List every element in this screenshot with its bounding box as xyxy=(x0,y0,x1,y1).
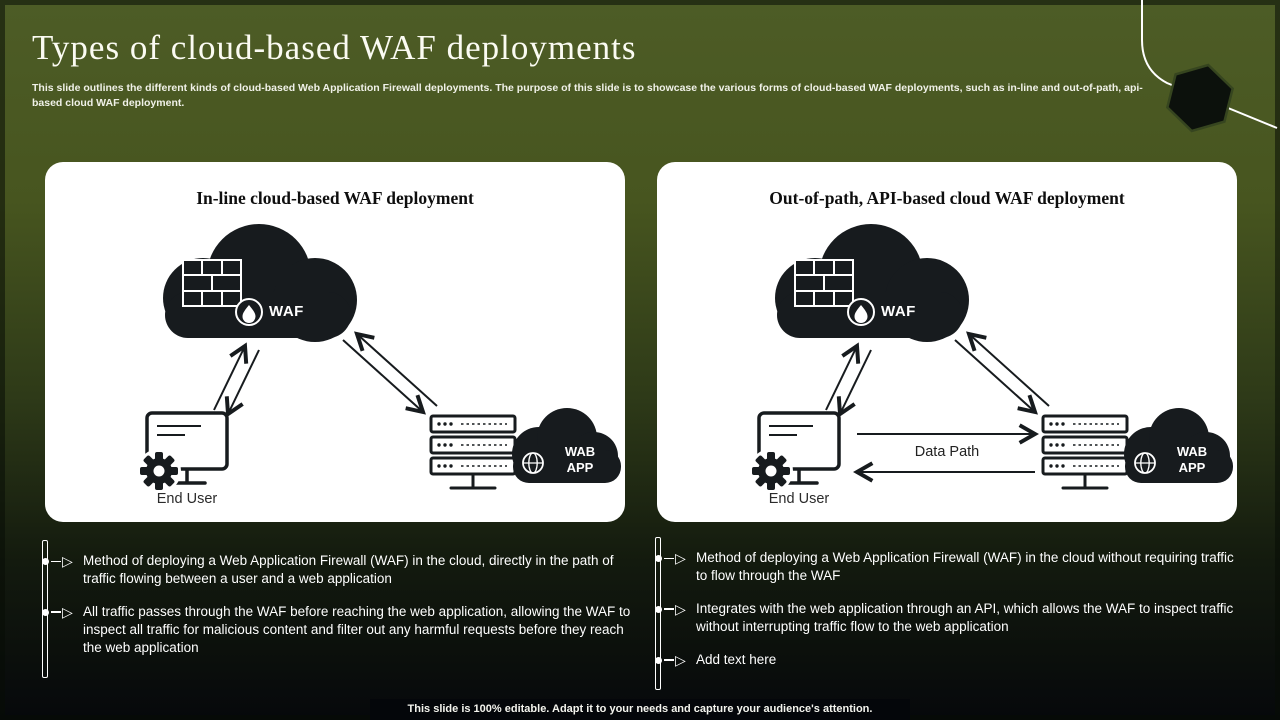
server-icon xyxy=(1041,414,1129,490)
bullet-dash-icon xyxy=(664,557,674,560)
list-item: ▷ Add text here xyxy=(655,651,1247,669)
server-icon xyxy=(429,414,517,490)
bullet-text: Method of deploying a Web Application Fi… xyxy=(696,550,1234,583)
bullet-dot-icon xyxy=(655,555,662,562)
cloud-server-arrows xyxy=(954,331,1050,415)
web-app-cloud-icon xyxy=(512,408,621,483)
arrow-right-icon: ▷ xyxy=(62,603,73,620)
page-title: Types of cloud-based WAF deployments xyxy=(32,28,637,67)
waf-label: WAF xyxy=(269,303,304,320)
slide-description: This slide outlines the different kinds … xyxy=(32,82,1143,110)
arrow-right-icon: ▷ xyxy=(62,553,73,569)
data-path-label: Data Path xyxy=(914,444,980,460)
right-diagram-graphic xyxy=(749,224,1233,493)
bullet-dash-icon xyxy=(664,608,674,610)
right-deployment-card: Out-of-path, API-based cloud WAF deploym… xyxy=(657,162,1237,522)
end-user-label: End User xyxy=(768,491,830,507)
right-deployment-diagram: WAF End User WAB APP Data Path xyxy=(657,220,1237,515)
firewall-brick-icon xyxy=(182,259,242,307)
bullet-dash-icon xyxy=(664,659,674,661)
web-app-label: WAB APP xyxy=(564,444,596,475)
gear-icon xyxy=(749,449,793,493)
gear-icon xyxy=(137,449,181,493)
data-path-arrows xyxy=(853,423,1039,483)
arrow-right-icon: ▷ xyxy=(675,600,686,617)
list-item: ▷ All traffic passes through the WAF bef… xyxy=(42,603,634,657)
left-diagram-graphic xyxy=(137,224,621,493)
waf-label: WAF xyxy=(881,303,916,320)
bullet-text: Method of deploying a Web Application Fi… xyxy=(83,553,614,586)
left-bullet-group: ▷ Method of deploying a Web Application … xyxy=(42,540,634,678)
left-card-title: In-line cloud-based WAF deployment xyxy=(196,188,474,208)
bullet-text: Integrates with the web application thro… xyxy=(696,600,1234,634)
cloud-server-arrows xyxy=(342,331,438,415)
bullet-dot-icon xyxy=(42,608,49,616)
decoration-line xyxy=(1141,0,1278,129)
bullet-bracket xyxy=(42,540,48,678)
footer-note: This slide is 100% editable. Adapt it to… xyxy=(370,699,910,720)
bullet-dot-icon xyxy=(42,558,49,565)
list-item: ▷ Method of deploying a Web Application … xyxy=(655,549,1247,585)
firewall-brick-icon xyxy=(794,259,854,307)
arrow-right-icon: ▷ xyxy=(675,550,686,566)
user-cloud-arrows xyxy=(213,342,260,418)
globe-icon xyxy=(522,452,544,474)
bullet-bracket xyxy=(655,537,661,690)
hexagon-icon xyxy=(1165,63,1235,133)
left-deployment-card: In-line cloud-based WAF deployment xyxy=(45,162,625,522)
end-user-label: End User xyxy=(156,491,218,507)
web-app-label: WAB APP xyxy=(1176,444,1208,475)
arrow-right-icon: ▷ xyxy=(675,651,686,668)
bullet-dash-icon xyxy=(51,611,61,613)
left-deployment-diagram: WAF End User WAB APP xyxy=(45,220,625,515)
add-text-placeholder[interactable]: Add text here xyxy=(696,651,777,667)
list-item: ▷ Integrates with the web application th… xyxy=(655,600,1247,636)
list-item: ▷ Method of deploying a Web Application … xyxy=(42,552,634,588)
flame-icon xyxy=(235,298,263,326)
right-bullet-group: ▷ Method of deploying a Web Application … xyxy=(655,537,1247,690)
bullet-dot-icon xyxy=(655,656,662,664)
right-card-title: Out-of-path, API-based cloud WAF deploym… xyxy=(769,188,1125,208)
user-cloud-arrows xyxy=(825,342,872,418)
bullet-dash-icon xyxy=(51,560,61,563)
bullet-text: All traffic passes through the WAF befor… xyxy=(83,603,631,655)
globe-icon xyxy=(1134,452,1156,474)
corner-decoration xyxy=(1141,0,1278,133)
flame-icon xyxy=(847,298,875,326)
bullet-dot-icon xyxy=(655,605,662,613)
